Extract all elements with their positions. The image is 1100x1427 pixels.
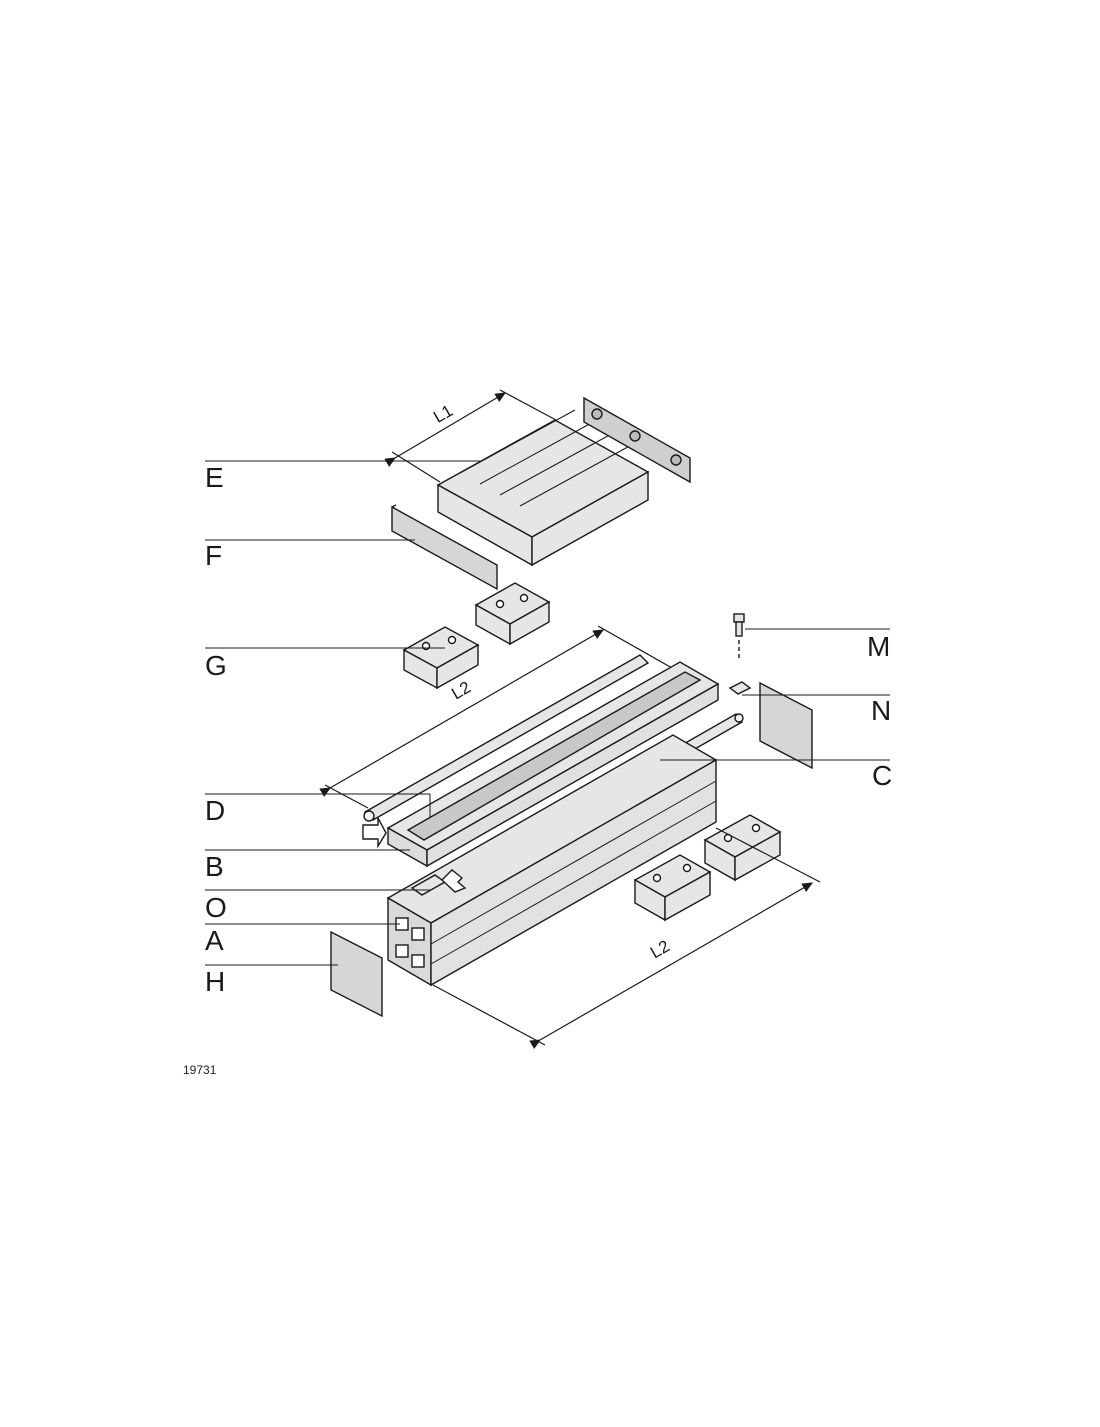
callout-c: C	[872, 760, 893, 791]
callout-a: A	[205, 925, 224, 956]
nut-n	[728, 681, 752, 695]
carriage-plate-c	[386, 661, 720, 868]
dimension-l1	[384, 389, 557, 483]
callout-n: N	[871, 695, 892, 726]
base-profile-a	[386, 734, 718, 987]
callout-h: H	[205, 966, 226, 997]
leader-lines	[205, 460, 890, 966]
dimension-l2-bottom-label: L2	[647, 936, 673, 962]
callout-b: B	[205, 851, 224, 882]
dimension-l2-bottom	[432, 827, 821, 1049]
callout-o: O	[205, 892, 227, 923]
end-cap-c-side	[759, 681, 813, 770]
insert-arrow-icon	[362, 817, 467, 893]
callout-m: M	[867, 631, 891, 662]
end-plate-h	[330, 930, 383, 1018]
guide-rod-d	[363, 654, 650, 822]
callout-d: D	[205, 795, 226, 826]
cover-strip-f	[391, 504, 498, 591]
callout-f: F	[205, 540, 223, 571]
callout-g: G	[205, 650, 227, 681]
screw-m	[733, 613, 745, 660]
callout-e: E	[205, 462, 224, 493]
profile-stack-e	[436, 396, 691, 567]
bearing-blocks-g	[402, 582, 551, 690]
figure-number: 19731	[183, 1063, 217, 1077]
dimension-l1-label: L1	[430, 401, 456, 427]
dimension-l2-top-label: L2	[448, 678, 474, 704]
dimension-l2-top	[319, 625, 673, 809]
